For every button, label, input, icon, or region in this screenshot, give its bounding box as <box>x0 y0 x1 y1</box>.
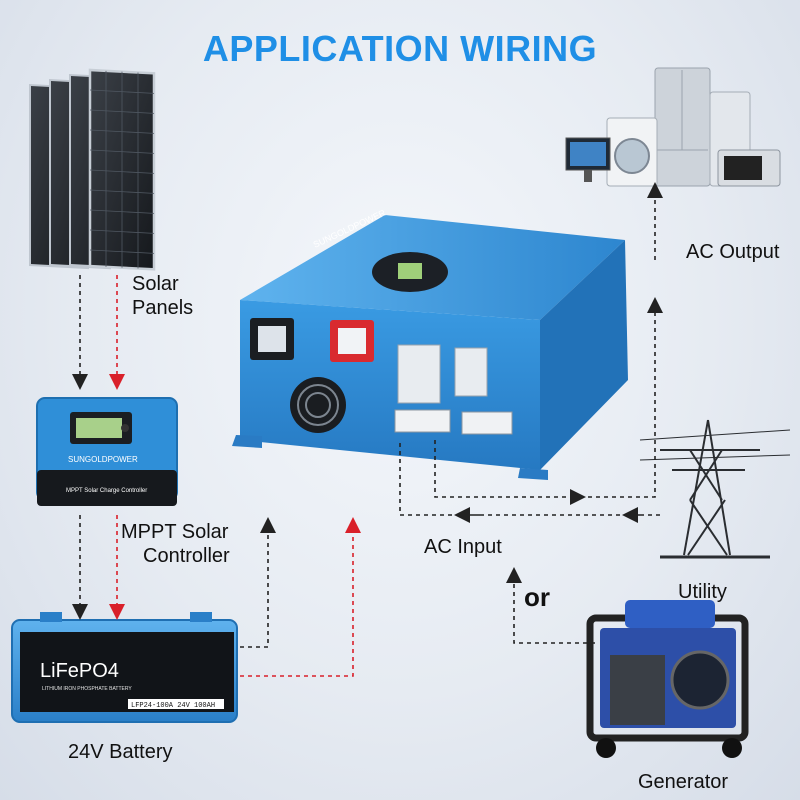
ac-input-label: AC Input <box>424 536 502 558</box>
wire-ac-out-1 <box>434 440 586 505</box>
wire-ac-in-1 <box>399 440 660 516</box>
transmission-tower <box>639 419 791 559</box>
wires <box>72 182 663 677</box>
solar-panels <box>29 68 156 271</box>
or-label: or <box>524 582 550 612</box>
utility-label: Utility <box>678 581 727 603</box>
generator-label: Generator <box>638 771 729 793</box>
page-title: APPLICATION WIRING <box>202 28 598 69</box>
battery-subtitle: LITHIUM IRON PHOSPHATE BATTERY <box>42 686 132 692</box>
controller-model: MPPT Solar Charge Controller <box>66 488 147 494</box>
controller-brand: SUNGOLDPOWER <box>68 455 138 464</box>
solar-panels-label: Solar Panels <box>132 273 194 319</box>
inverter: SUNGOLDPOWER <box>232 207 628 480</box>
wire-battery-positive <box>240 517 361 677</box>
generator <box>586 600 749 758</box>
appliances <box>565 67 781 187</box>
mppt-controller: SUNGOLDPOWER MPPT Solar Charge Controlle… <box>36 397 178 506</box>
wire-generator <box>506 567 595 644</box>
wire-ac-out-2 <box>580 297 663 498</box>
battery-label: 24V Battery <box>68 741 173 763</box>
battery: LiFePO4 LITHIUM IRON PHOSPHATE BATTERY L… <box>11 612 238 723</box>
battery-model: LFP24-100A 24V 100AH <box>131 702 215 710</box>
wire-battery-negative <box>240 517 276 648</box>
ac-output-label: AC Output <box>686 241 780 263</box>
mppt-controller-label: MPPT Solar Controller <box>121 521 230 567</box>
battery-brand: LiFePO4 <box>40 660 119 682</box>
